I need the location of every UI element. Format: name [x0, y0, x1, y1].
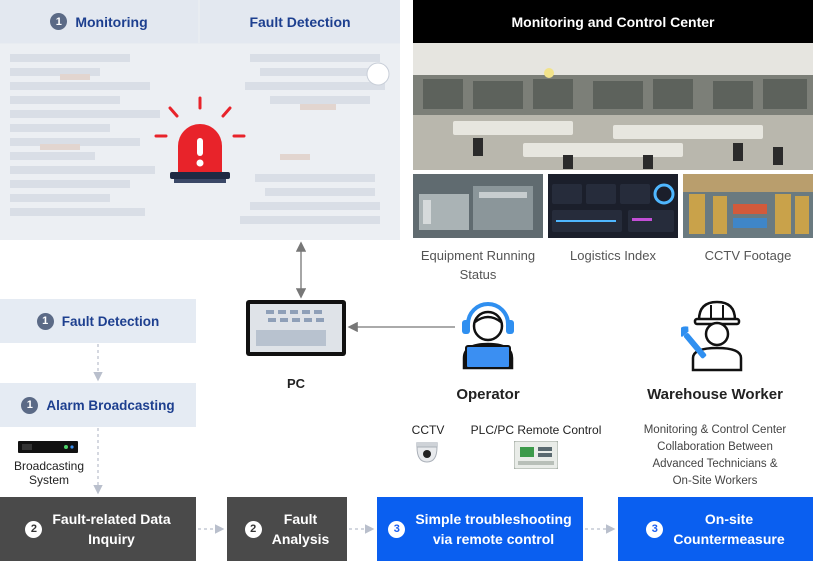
thumbnail-label-line: Equipment Running [420, 248, 536, 263]
thumbnail-label-equipment: Equipment Running Status [413, 246, 543, 284]
plc-controller-icon [514, 441, 558, 469]
step-text-line: Inquiry [88, 531, 135, 547]
step-number-badge: 2 [25, 520, 43, 538]
step-remote-troubleshooting: 3 Simple troubleshooting via remote cont… [377, 497, 583, 561]
thumbnail-label-cctv: CCTV Footage [704, 248, 792, 263]
step-text-line: via remote control [432, 531, 555, 547]
warehouse-worker-icon [681, 300, 743, 372]
monitoring-panel: 1 Monitoring Fault Detection [0, 0, 400, 240]
step-text: Fault Analysis [272, 509, 330, 549]
step-text-line: Fault [283, 511, 318, 527]
alarm-siren-icon [154, 96, 246, 183]
alarm-broadcasting-label: Alarm Broadcasting [46, 397, 175, 413]
step-text: On-site Countermeasure [673, 509, 784, 549]
cctv-label: CCTV [411, 423, 445, 437]
warehouse-worker-label: Warehouse Worker [647, 386, 783, 403]
logistics-index-thumbnail [548, 174, 678, 238]
alarm-broadcasting-box: 1 Alarm Broadcasting [0, 383, 196, 427]
pc-label: PC [286, 376, 306, 391]
thumbnail-label-line: Status [459, 267, 497, 282]
control-room-photo [413, 43, 813, 170]
step-text: Simple troubleshooting via remote contro… [415, 509, 571, 549]
note-line: Monitoring & Control Center [643, 424, 787, 436]
step-fault-data-inquiry: 2 Fault-related Data Inquiry [0, 497, 196, 561]
equipment-status-thumbnail [413, 174, 543, 238]
broadcasting-device-icon [18, 441, 78, 453]
step-number-badge: 3 [388, 520, 406, 538]
step-fault-analysis: 2 Fault Analysis [227, 497, 347, 561]
worker-collaboration-note: Monitoring & Control Center Collaboratio… [625, 422, 805, 490]
pc-monitor-icon [246, 300, 346, 356]
step-number-badge: 1 [50, 13, 68, 30]
tab-monitoring-label: Monitoring [75, 13, 148, 30]
control-center-title: Monitoring and Control Center [413, 0, 813, 43]
broadcasting-system-label: Broadcasting System [6, 459, 92, 487]
step-text-line: Fault-related Data [52, 511, 171, 527]
remote-control-label: PLC/PC Remote Control [470, 423, 602, 437]
tab-fault-detection[interactable]: Fault Detection [200, 0, 400, 43]
cctv-camera-icon [416, 442, 438, 463]
note-line: Advanced Technicians & [652, 458, 778, 470]
step-number-badge: 1 [36, 312, 54, 330]
step-onsite-countermeasure: 3 On-site Countermeasure [618, 497, 813, 561]
step-text-line: Analysis [271, 531, 330, 547]
note-line: Collaboration Between [657, 441, 773, 453]
step-text-line: On-site [704, 511, 754, 527]
note-line: On-Site Workers [672, 475, 758, 487]
thumbnail-label-logistics: Logistics Index [570, 248, 656, 263]
step-number-badge: 1 [21, 396, 39, 414]
step-text: Fault-related Data Inquiry [52, 509, 170, 549]
operator-headset-icon [462, 302, 514, 370]
step-text-line: Simple troubleshooting [415, 511, 572, 527]
operator-label: Operator [456, 386, 520, 403]
step-text-line: Countermeasure [673, 531, 785, 547]
step-number-badge: 3 [646, 520, 664, 538]
tab-monitoring[interactable]: 1 Monitoring [0, 0, 198, 43]
fault-detection-box: 1 Fault Detection [0, 299, 196, 343]
step-number-badge: 2 [244, 520, 262, 538]
device-label-line: Broadcasting [13, 459, 85, 473]
fault-detection-label: Fault Detection [61, 313, 160, 329]
cctv-footage-thumbnail [683, 174, 813, 238]
tab-fault-detection-label: Fault Detection [249, 13, 351, 30]
device-label-line: System [28, 473, 69, 487]
